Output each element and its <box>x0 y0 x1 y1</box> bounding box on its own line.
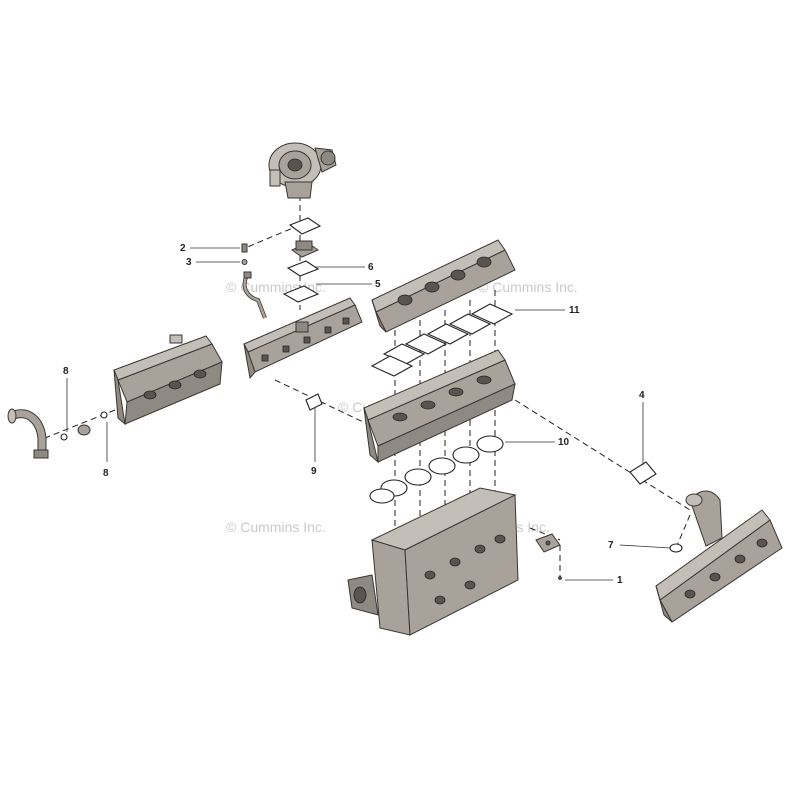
callout-3: 3 <box>186 257 192 268</box>
watermark-3: © Cummins Inc. <box>226 519 326 535</box>
elbow-pipe <box>7 408 108 459</box>
mounting-bracket <box>535 533 562 580</box>
callout-9: 9 <box>311 466 317 477</box>
head-gaskets <box>369 435 504 504</box>
callout-7: 7 <box>608 540 614 551</box>
callouts: 2 3 6 5 11 10 8 8 9 4 7 1 <box>63 243 645 586</box>
callout-4: 4 <box>639 390 645 401</box>
manifold-upper <box>243 297 363 380</box>
callout-8-upper: 8 <box>63 366 69 377</box>
callout-11: 11 <box>569 305 580 316</box>
callout-6: 6 <box>368 262 374 273</box>
turbocharger <box>268 142 337 199</box>
small-gasket <box>305 393 323 411</box>
rocker-gaskets <box>370 303 514 377</box>
exhaust-gaskets <box>629 461 683 553</box>
oil-supply-tube <box>241 243 267 319</box>
rocker-housing <box>371 239 516 333</box>
callout-2: 2 <box>180 243 186 254</box>
watermark-5: © Cummins Inc. <box>478 279 578 295</box>
cylinder-head <box>363 349 516 464</box>
leader-lines <box>66 247 671 581</box>
turbo-mount-gaskets <box>282 217 322 303</box>
callout-1: 1 <box>617 575 623 586</box>
exhaust-manifold <box>655 490 783 623</box>
callout-10: 10 <box>558 437 570 448</box>
callout-5: 5 <box>375 279 381 290</box>
intake-plenum <box>113 334 223 426</box>
engine-block <box>347 487 519 636</box>
callout-8-lower: 8 <box>103 468 109 479</box>
